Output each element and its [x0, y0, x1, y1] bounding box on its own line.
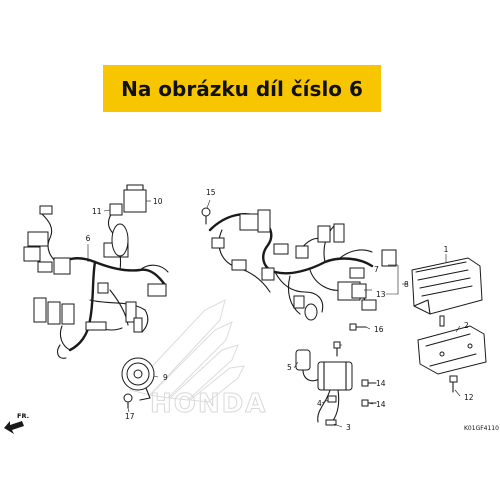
callout-15: 15 — [206, 188, 216, 197]
callout-7: 7 — [374, 265, 379, 274]
callout-10: 10 — [153, 197, 163, 206]
callout-14b: 14 — [376, 400, 386, 409]
callout-6: 6 — [86, 234, 91, 243]
harness-connector — [61, 303, 75, 325]
callout-numbers: 1 2 3 4 5 6 7 8 9 10 11 12 13 14 14 15 1… — [86, 188, 474, 432]
bolts-14 — [361, 379, 377, 407]
honda-watermark: HONDA — [150, 389, 267, 419]
callout-3: 3 — [346, 423, 351, 432]
leader-lines — [87, 199, 461, 428]
callout-13: 13 — [376, 290, 386, 299]
harness-connector — [349, 267, 365, 279]
control-unit — [411, 257, 483, 327]
callout-12: 12 — [464, 393, 474, 402]
harness-connector — [47, 301, 61, 325]
harness-connector — [381, 249, 397, 267]
wire-harness-main — [208, 209, 397, 321]
callout-16: 16 — [374, 325, 384, 334]
screw-15 — [201, 207, 211, 225]
harness-connector — [39, 205, 53, 215]
relay — [123, 189, 147, 213]
ignition-coil — [317, 361, 353, 391]
relay-assembly — [109, 184, 147, 216]
callout-1: 1 — [444, 245, 449, 254]
callout-17: 17 — [125, 412, 135, 421]
relay-cap — [109, 203, 123, 216]
callout-9: 9 — [163, 373, 168, 382]
harness-connector — [53, 257, 71, 275]
callout-5: 5 — [287, 363, 292, 372]
callout-2: 2 — [464, 321, 469, 330]
harness-connector — [257, 209, 271, 233]
bolt-12 — [449, 375, 458, 393]
harness-connector — [147, 283, 167, 297]
bolt-16 — [349, 323, 367, 331]
harness-connector — [231, 259, 247, 271]
harness-connector — [33, 297, 47, 323]
honda-wing-watermark: HONDA — [129, 299, 267, 420]
harness-connector — [23, 246, 41, 262]
plug-cap — [295, 349, 311, 371]
harness-connector — [333, 223, 345, 243]
harness-connector — [293, 295, 305, 309]
bracket — [417, 325, 487, 375]
harness-connector — [133, 317, 143, 333]
callout-4: 4 — [317, 399, 322, 408]
harness-connector — [37, 261, 53, 273]
harness-connector — [211, 237, 225, 249]
harness-connector — [295, 245, 309, 259]
wire-harness-left — [23, 205, 169, 359]
horn — [121, 357, 155, 401]
screw-17 — [123, 393, 133, 409]
harness-connector — [317, 225, 331, 243]
direction-label: FR. — [17, 412, 29, 420]
harness-connector — [97, 282, 109, 294]
callout-8: 8 — [404, 280, 409, 289]
title-banner: Na obrázku díl číslo 6 — [103, 65, 381, 112]
harness-clamp — [85, 321, 107, 331]
banner-text: Na obrázku díl číslo 6 — [121, 76, 363, 101]
callout-11: 11 — [92, 207, 102, 216]
harness-boot — [111, 223, 129, 257]
ignition-coil-assembly — [295, 341, 353, 426]
harness-connector — [351, 283, 367, 299]
harness-connector — [273, 243, 289, 255]
harness-connector — [27, 231, 49, 247]
harness-connector — [261, 267, 275, 281]
diagram-code: K01GF4110 — [464, 425, 499, 432]
front-direction-arrow: FR. — [4, 412, 29, 434]
harness-connector — [125, 301, 137, 323]
harness-connector — [361, 299, 377, 311]
callout-14a: 14 — [376, 379, 386, 388]
harness-boot — [304, 303, 318, 321]
